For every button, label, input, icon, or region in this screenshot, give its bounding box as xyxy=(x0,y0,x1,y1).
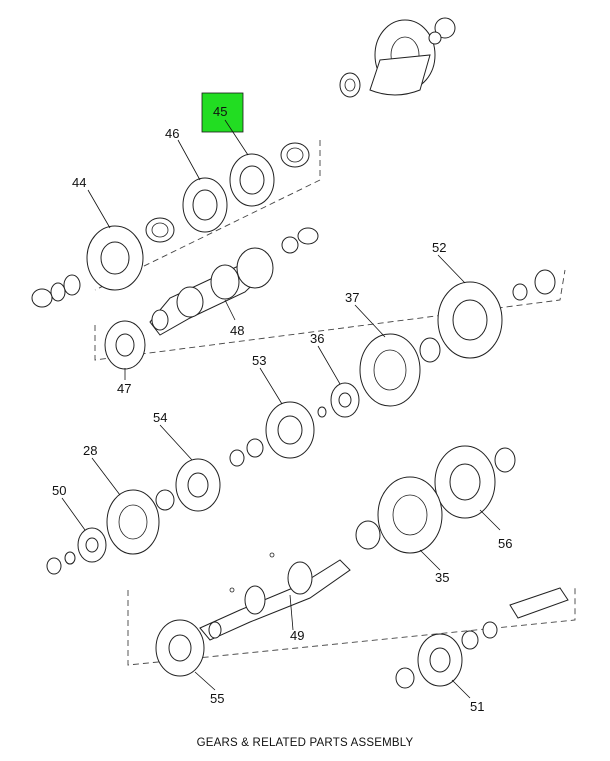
callout-44: 44 xyxy=(72,175,86,190)
gear-53-54-group xyxy=(155,401,315,512)
synchro-37 xyxy=(359,333,421,407)
callout-54: 54 xyxy=(153,410,167,425)
callout-48: 48 xyxy=(230,323,244,338)
right-lower-group xyxy=(355,445,516,554)
synchro-28 xyxy=(106,489,160,555)
callout-labels: 45 46 44 52 37 48 36 47 53 54 28 50 56 3… xyxy=(52,104,512,714)
callout-45: 45 xyxy=(213,104,227,119)
callout-55: 55 xyxy=(210,691,224,706)
callout-47: 47 xyxy=(117,381,131,396)
callout-36: 36 xyxy=(310,331,324,346)
synchro-35 xyxy=(377,476,443,554)
bottom-right-group xyxy=(395,587,569,689)
mid-right-group xyxy=(317,269,556,418)
callout-49: 49 xyxy=(290,628,304,643)
upper-gear-group xyxy=(31,142,310,308)
callout-37: 37 xyxy=(345,290,359,305)
shaft-48-group xyxy=(104,227,319,370)
callout-28: 28 xyxy=(83,443,97,458)
diagram-caption: GEARS & RELATED PARTS ASSEMBLY xyxy=(196,737,414,749)
left-lower-group xyxy=(46,489,160,575)
leader-lines xyxy=(61,119,501,699)
callout-56: 56 xyxy=(498,536,512,551)
highlight-box-45[interactable] xyxy=(201,92,244,133)
callout-46: 46 xyxy=(165,126,179,141)
flange-housing xyxy=(339,17,456,98)
shaft-49-group xyxy=(155,552,351,677)
callout-51: 51 xyxy=(470,699,484,714)
dashed-frames xyxy=(94,140,576,666)
callout-50: 50 xyxy=(52,483,66,498)
callout-35: 35 xyxy=(435,570,449,585)
callout-52: 52 xyxy=(432,240,446,255)
callout-53: 53 xyxy=(252,353,266,368)
